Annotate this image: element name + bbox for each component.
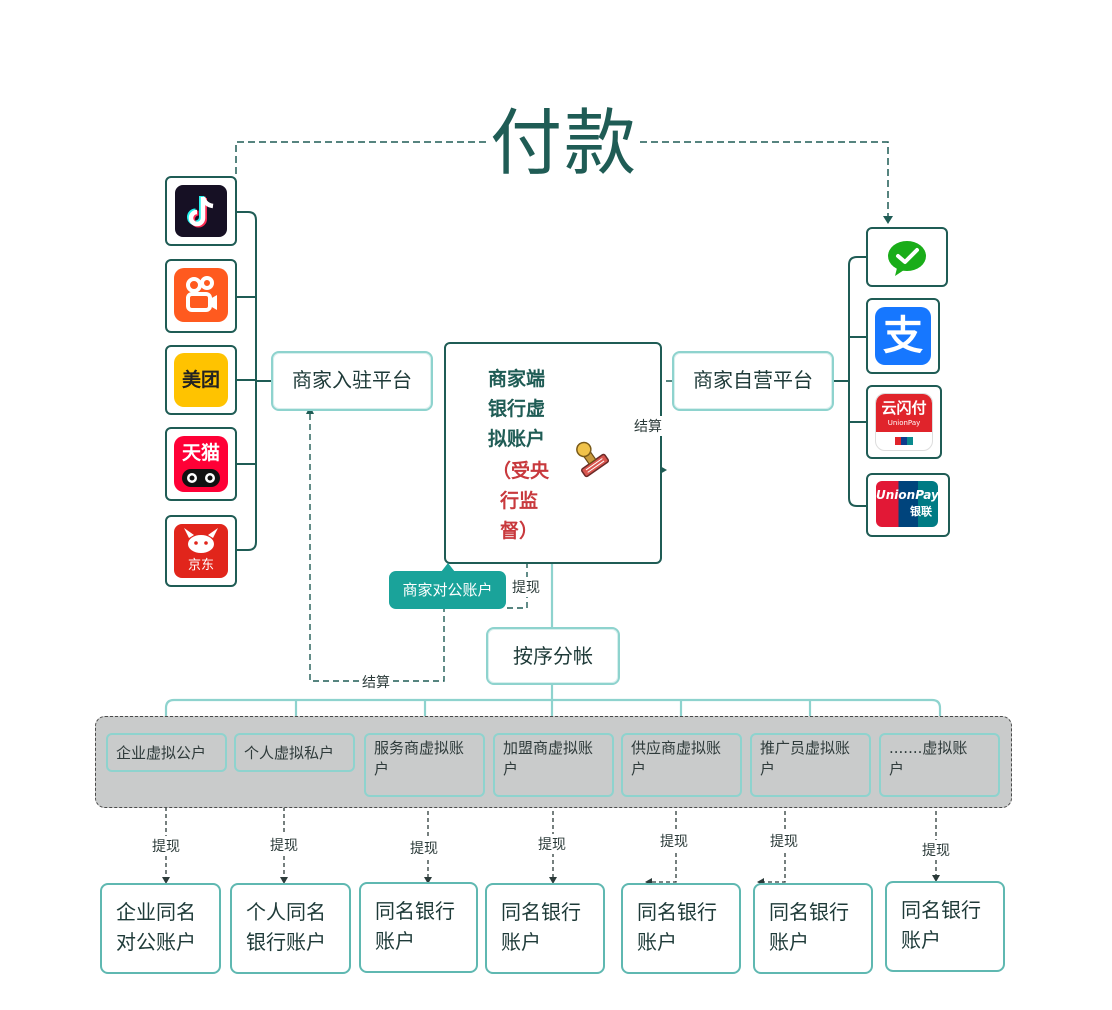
withdraw-label-6: 提现 bbox=[768, 831, 800, 851]
withdraw-label-2: 提现 bbox=[268, 835, 300, 855]
merchant-self-operated-platform[interactable]: 商家自营平台 bbox=[672, 351, 834, 411]
enterprise-bank-account-line1: 企业同名 bbox=[116, 900, 196, 924]
merchant-onboarding-platform[interactable]: 商家入驻平台 bbox=[271, 351, 433, 411]
supplier-bank-account-line2: 账户 bbox=[637, 930, 677, 954]
personal-virtual-account[interactable]: 个人虚拟私户 bbox=[234, 733, 355, 772]
yunshanfu-label: 云闪付 bbox=[881, 399, 927, 417]
other-virtual-account-line2: 户 bbox=[889, 760, 905, 778]
service-provider-bank-account[interactable]: 同名银行 账户 bbox=[359, 882, 478, 973]
promoter-virtual-account-line1: 推广员虚拟账 bbox=[760, 739, 851, 757]
merchant-corporate-account-badge[interactable]: 商家对公账户 bbox=[389, 571, 506, 609]
virtual-account-name: 商家端 银行虚 拟账户 bbox=[488, 364, 545, 454]
supervision-note-line2: 行监 bbox=[500, 490, 539, 512]
service-provider-bank-account-line2: 账户 bbox=[375, 929, 415, 953]
personal-bank-account[interactable]: 个人同名 银行账户 bbox=[230, 883, 351, 974]
jd-dog-icon bbox=[184, 528, 218, 553]
settle-label-bottom: 结算 bbox=[360, 672, 392, 692]
yunshanfu-banner: 云闪付 UnionPay bbox=[876, 394, 932, 432]
kuaishou-icon[interactable] bbox=[174, 268, 228, 322]
douyin-icon[interactable] bbox=[175, 185, 227, 237]
supplier-bank-account[interactable]: 同名银行 账户 bbox=[621, 883, 741, 974]
supervision-note-line1: （受央 bbox=[492, 460, 550, 482]
jd-label: 京东 bbox=[187, 558, 214, 573]
promoter-bank-account[interactable]: 同名银行 账户 bbox=[753, 883, 873, 974]
withdraw-label-1: 提现 bbox=[150, 836, 182, 856]
promoter-bank-account-line1: 同名银行 bbox=[769, 900, 849, 924]
wechat-pay-icon[interactable] bbox=[877, 232, 937, 282]
withdraw-label-4: 提现 bbox=[536, 834, 568, 854]
franchisee-bank-account[interactable]: 同名银行 账户 bbox=[485, 883, 605, 974]
unionpay-icon[interactable]: UnionPay 银联 bbox=[876, 481, 938, 527]
virtual-account-line3: 拟账户 bbox=[488, 428, 546, 450]
yunshanfu-icon[interactable]: 云闪付 UnionPay bbox=[875, 393, 933, 451]
withdraw-label-5: 提现 bbox=[658, 831, 690, 851]
enterprise-virtual-account[interactable]: 企业虚拟公户 bbox=[106, 733, 227, 772]
service-provider-bank-account-line1: 同名银行 bbox=[375, 899, 455, 923]
enterprise-bank-account-line2: 对公账户 bbox=[116, 930, 196, 954]
meituan-icon[interactable]: 美团 bbox=[174, 353, 228, 407]
franchisee-virtual-account-line2: 户 bbox=[503, 760, 519, 778]
merchant-onboarding-platform-label: 商家入驻平台 bbox=[292, 368, 412, 392]
other-virtual-account-line1: .......虚拟账 bbox=[889, 739, 968, 757]
merchant-corporate-account-label: 商家对公账户 bbox=[402, 581, 493, 599]
sequential-split-box[interactable]: 按序分帐 bbox=[486, 627, 620, 685]
service-provider-virtual-account-line1: 服务商虚拟账 bbox=[374, 739, 465, 757]
unionpay-sub: 银联 bbox=[910, 505, 932, 518]
promoter-virtual-account-line2: 户 bbox=[760, 760, 776, 778]
supervision-note-line3: 督） bbox=[500, 520, 539, 542]
merchant-self-operated-platform-label: 商家自营平台 bbox=[693, 368, 813, 392]
tmall-face-icon bbox=[182, 469, 220, 487]
franchisee-bank-account-line2: 账户 bbox=[501, 930, 541, 954]
jd-icon[interactable]: 京东 bbox=[174, 524, 228, 578]
other-virtual-account[interactable]: .......虚拟账 户 bbox=[879, 733, 1000, 797]
withdraw-label-center: 提现 bbox=[510, 577, 542, 597]
virtual-account-line1: 商家端 bbox=[488, 368, 546, 390]
alipay-icon[interactable]: 支 bbox=[875, 307, 931, 365]
other-bank-account-line2: 账户 bbox=[901, 928, 941, 952]
personal-bank-account-line1: 个人同名 bbox=[246, 900, 326, 924]
settle-label-right: 结算 bbox=[632, 416, 664, 436]
other-bank-account[interactable]: 同名银行 账户 bbox=[885, 881, 1005, 972]
unionpay-stripe-icon bbox=[895, 437, 913, 445]
service-provider-virtual-account[interactable]: 服务商虚拟账 户 bbox=[364, 733, 485, 797]
supplier-bank-account-line1: 同名银行 bbox=[637, 900, 717, 924]
franchisee-bank-account-line1: 同名银行 bbox=[501, 900, 581, 924]
personal-bank-account-line2: 银行账户 bbox=[246, 930, 326, 954]
service-provider-virtual-account-line2: 户 bbox=[374, 760, 390, 778]
supplier-virtual-account-line1: 供应商虚拟账 bbox=[631, 739, 722, 757]
virtual-account-line2: 银行虚 bbox=[488, 398, 546, 420]
franchisee-virtual-account[interactable]: 加盟商虚拟账 户 bbox=[493, 733, 614, 797]
badge-pointer bbox=[441, 563, 455, 572]
yunshanfu-sub: UnionPay bbox=[887, 419, 921, 427]
merchant-bank-virtual-account[interactable]: 商家端 银行虚 拟账户 （受央 行监 督） bbox=[444, 342, 662, 564]
franchisee-virtual-account-line1: 加盟商虚拟账 bbox=[503, 739, 594, 757]
payment-title: 付款 bbox=[488, 98, 640, 188]
tmall-icon[interactable]: 天猫 bbox=[174, 436, 228, 492]
enterprise-virtual-account-label: 企业虚拟公户 bbox=[116, 744, 207, 762]
meituan-label: 美团 bbox=[181, 369, 220, 391]
supplier-virtual-account[interactable]: 供应商虚拟账 户 bbox=[621, 733, 742, 797]
unionpay-label: UnionPay bbox=[876, 488, 938, 502]
promoter-bank-account-line2: 账户 bbox=[769, 930, 809, 954]
tmall-label: 天猫 bbox=[181, 442, 220, 464]
central-bank-supervision-note: （受央 行监 督） bbox=[492, 456, 549, 546]
other-bank-account-line1: 同名银行 bbox=[901, 898, 981, 922]
enterprise-bank-account[interactable]: 企业同名 对公账户 bbox=[100, 883, 221, 974]
alipay-label: 支 bbox=[883, 313, 923, 359]
promoter-virtual-account[interactable]: 推广员虚拟账 户 bbox=[750, 733, 871, 797]
stamp-icon bbox=[576, 441, 610, 478]
withdraw-label-3: 提现 bbox=[408, 838, 440, 858]
sequential-split-label: 按序分帐 bbox=[513, 644, 593, 668]
withdraw-label-7: 提现 bbox=[920, 840, 952, 860]
personal-virtual-account-label: 个人虚拟私户 bbox=[244, 744, 335, 762]
supplier-virtual-account-line2: 户 bbox=[631, 760, 647, 778]
